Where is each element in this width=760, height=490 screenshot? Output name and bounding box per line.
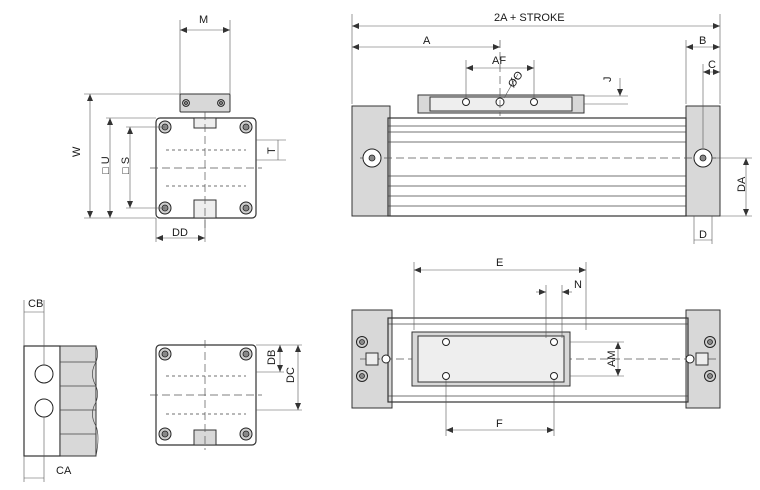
dim-label-f: F [496, 418, 503, 430]
dim-label-af: AF [492, 55, 506, 67]
dim-label-j: J [602, 77, 614, 83]
dim-label-dc: DC [285, 367, 297, 383]
top-view [351, 262, 721, 436]
dim-label-e: E [496, 257, 503, 269]
dim-label-n: N [574, 279, 582, 291]
dim-label-u: □ U [100, 156, 112, 174]
dim-label-db: DB [266, 350, 278, 365]
dim-label-cb: CB [28, 298, 43, 310]
dim-label-total: 2A + STROKE [494, 12, 565, 24]
dim-label-o: ØO [506, 69, 526, 90]
side-detail-view [23, 300, 99, 482]
end-view-bottom [150, 340, 302, 450]
dim-label-am: AM [606, 351, 618, 368]
dim-label-s: □ S [120, 157, 132, 174]
end-view-top [84, 20, 286, 242]
dim-label-a: A [423, 35, 431, 47]
side-view [351, 14, 752, 244]
dim-label-c: C [708, 59, 716, 71]
dim-label-m: M [199, 14, 208, 26]
dim-label-b: B [699, 35, 706, 47]
dim-label-da: DA [736, 176, 748, 192]
dim-label-d: D [699, 229, 707, 241]
dim-label-t: T [266, 147, 278, 154]
dim-label-ca: CA [56, 465, 72, 477]
dim-label-dd: DD [172, 227, 188, 239]
corner-bolt-icon [158, 347, 253, 441]
dim-label-w: W [71, 146, 83, 157]
end-cap-bolt-icon [356, 336, 716, 382]
